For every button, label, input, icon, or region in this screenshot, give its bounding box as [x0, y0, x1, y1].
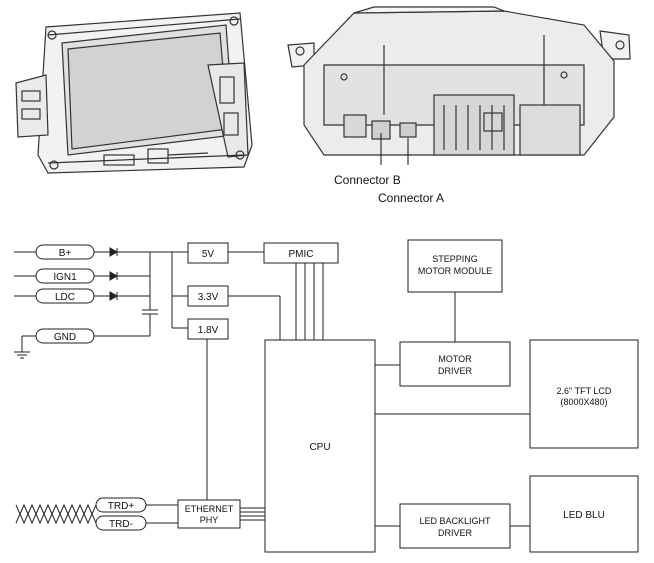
regulator-1v8-box: [187, 318, 229, 340]
motor-driver-box: [399, 341, 511, 387]
label-stepping-motor-1: STEPPING: [432, 254, 478, 264]
label-ethernet-phy-2: PHY: [200, 515, 219, 525]
label-led-backlight-1: LED BACKLIGHT: [419, 516, 491, 526]
cluster-rear-photo: [284, 5, 639, 190]
label-cpu: CPU: [309, 442, 330, 453]
diode-b-plus: [109, 247, 119, 257]
label-led-blu: LED BLU: [563, 510, 605, 521]
label-motor-driver-2: DRIVER: [438, 366, 473, 376]
label-motor-driver-1: MOTOR: [438, 354, 472, 364]
block-diagram: B+ IGN1 LDC GND TRD+ TRD- 5V 3.3V 1.8V P…: [14, 239, 639, 553]
label-3v3: 3.3V: [198, 292, 219, 303]
pmic-box: [263, 242, 339, 264]
label-ign1: IGN1: [53, 272, 77, 283]
label-gnd: GND: [54, 332, 76, 343]
cluster-front-photo: [8, 5, 260, 178]
twisted-pair-icon: [15, 503, 97, 525]
label-ethernet-phy-1: ETHERNET: [185, 504, 234, 514]
label-ldc: LDC: [55, 292, 75, 303]
label-led-backlight-2: DRIVER: [438, 528, 473, 538]
tft-lcd-box: [529, 339, 639, 449]
connector-b-callout: Connector B: [334, 173, 401, 187]
label-b-plus: B+: [59, 248, 72, 259]
label-pmic: PMIC: [289, 249, 314, 260]
label-trd-plus: TRD+: [108, 501, 135, 512]
regulator-5v-box: [187, 242, 229, 264]
ethernet-phy-box: [177, 499, 241, 529]
diode-ign1: [109, 271, 119, 281]
label-tft-lcd-1: 2.6" TFT LCD: [557, 386, 612, 396]
led-blu-box: [529, 475, 639, 553]
label-trd-minus: TRD-: [109, 519, 133, 530]
connector-a-callout: Connector A: [378, 191, 445, 205]
label-tft-lcd-2: (8000X480): [560, 397, 607, 407]
cpu-box: [264, 339, 376, 553]
label-1v8: 1.8V: [198, 325, 219, 336]
label-stepping-motor-2: MOTOR MODULE: [418, 266, 492, 276]
led-backlight-driver-box: [399, 503, 511, 549]
diode-ldc: [109, 291, 119, 301]
label-5v: 5V: [202, 249, 215, 260]
